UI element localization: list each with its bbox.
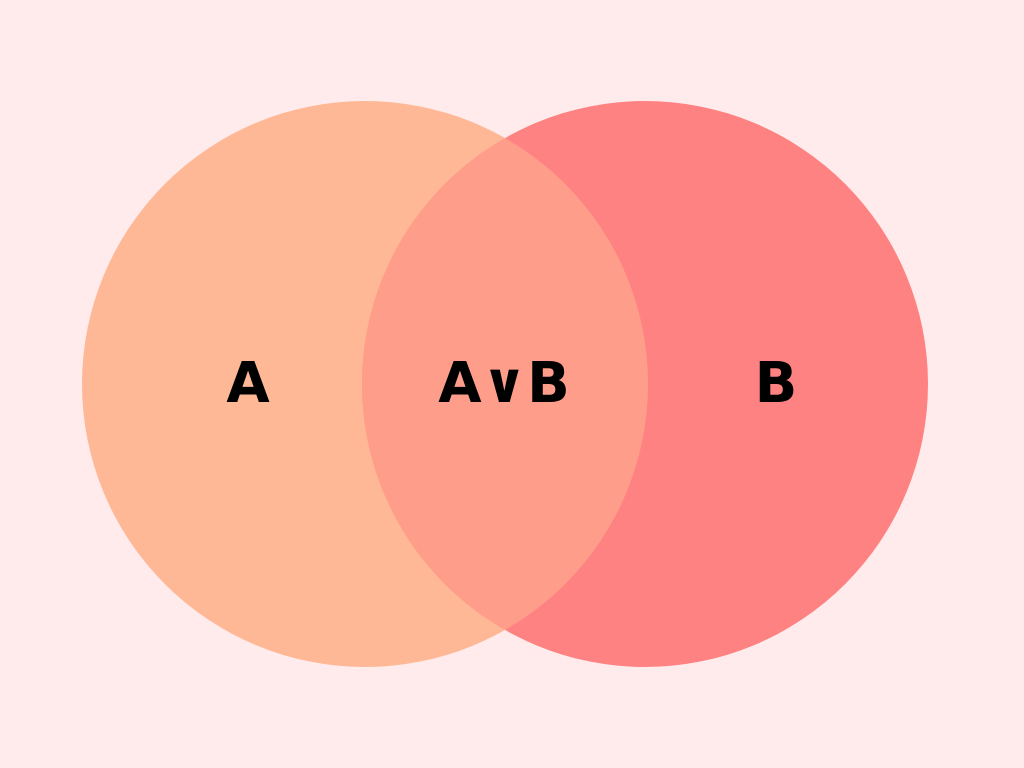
intersection-label: A∨B [438, 351, 570, 416]
set-a-label: A [226, 351, 270, 416]
intersection-region [362, 101, 648, 667]
set-b-label: B [755, 351, 798, 416]
